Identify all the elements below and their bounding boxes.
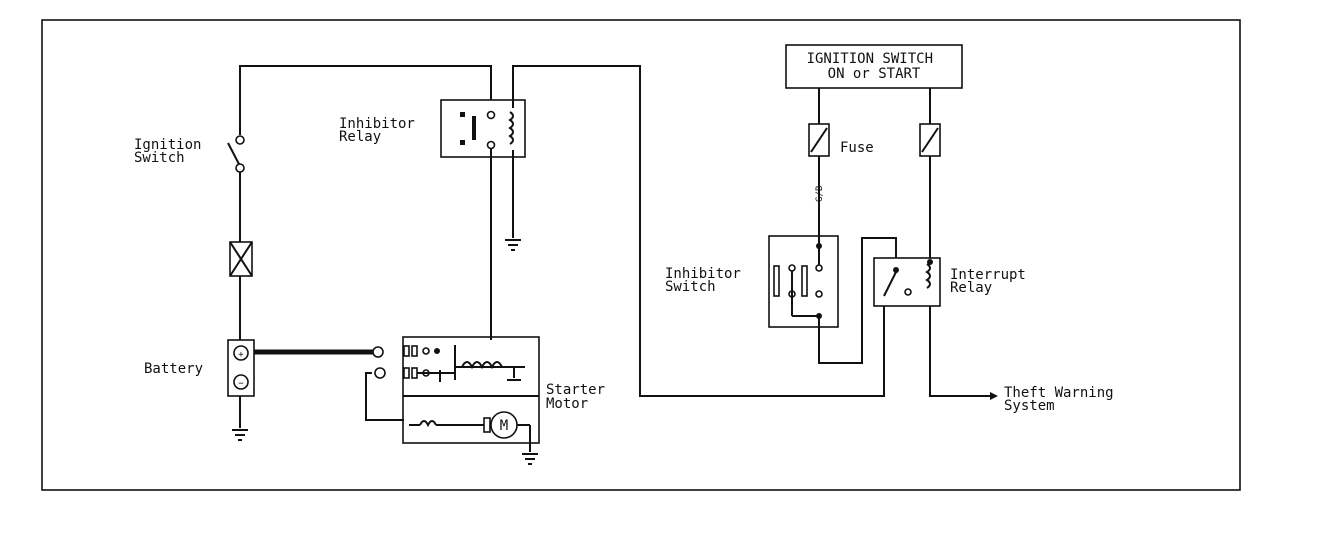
battery-cable-terminal — [372, 346, 384, 358]
inhibitor-relay-label: Inhibitor Relay — [339, 116, 423, 145]
starter-connector — [374, 367, 386, 379]
starter-feed-loop — [365, 372, 404, 421]
interrupt-relay — [873, 257, 941, 307]
arrow-right-icon — [990, 392, 998, 400]
starter-motor: M — [402, 336, 540, 452]
diagram-frame — [41, 19, 1241, 491]
ignition-switch-box — [785, 44, 963, 89]
ignition-box-label: IGNITION SWITCH ON or START — [807, 51, 942, 82]
interrupt-relay-label: Interrupt Relay — [950, 267, 1034, 296]
battery-plus-label: + — [238, 350, 244, 360]
inhibitor-switch — [768, 235, 839, 328]
relay-to-theft-wire — [929, 306, 990, 397]
relay-ground-icon — [505, 239, 521, 251]
ignition-switch — [227, 135, 245, 173]
battery-label: Battery — [144, 361, 203, 377]
fusible-link — [229, 241, 253, 277]
battery-minus-label: − — [238, 379, 244, 389]
ignition-to-relay-wire — [239, 65, 492, 135]
motor-symbol: M — [500, 418, 508, 434]
wire-code-label: G/B — [815, 186, 825, 202]
fuse-label: Fuse — [840, 140, 874, 156]
inhibitor-switch-label: Inhibitor Switch — [665, 266, 749, 295]
battery: + − — [227, 339, 255, 397]
relay-fuse — [919, 123, 941, 157]
inhibitor-to-relay-wire — [818, 237, 897, 364]
starter-motor-label: Starter Motor — [546, 382, 613, 412]
starter-ground-icon — [522, 453, 538, 465]
battery-ground-icon — [232, 429, 248, 441]
fuse — [808, 123, 830, 157]
relay-to-right-wire — [512, 65, 760, 397]
inhibitor-relay — [440, 99, 526, 158]
relay-to-starter-circuit-wire — [760, 306, 885, 397]
theft-warning-label: Theft Warning System — [1004, 385, 1122, 414]
ignition-switch-label: Ignition Switch — [134, 137, 210, 166]
